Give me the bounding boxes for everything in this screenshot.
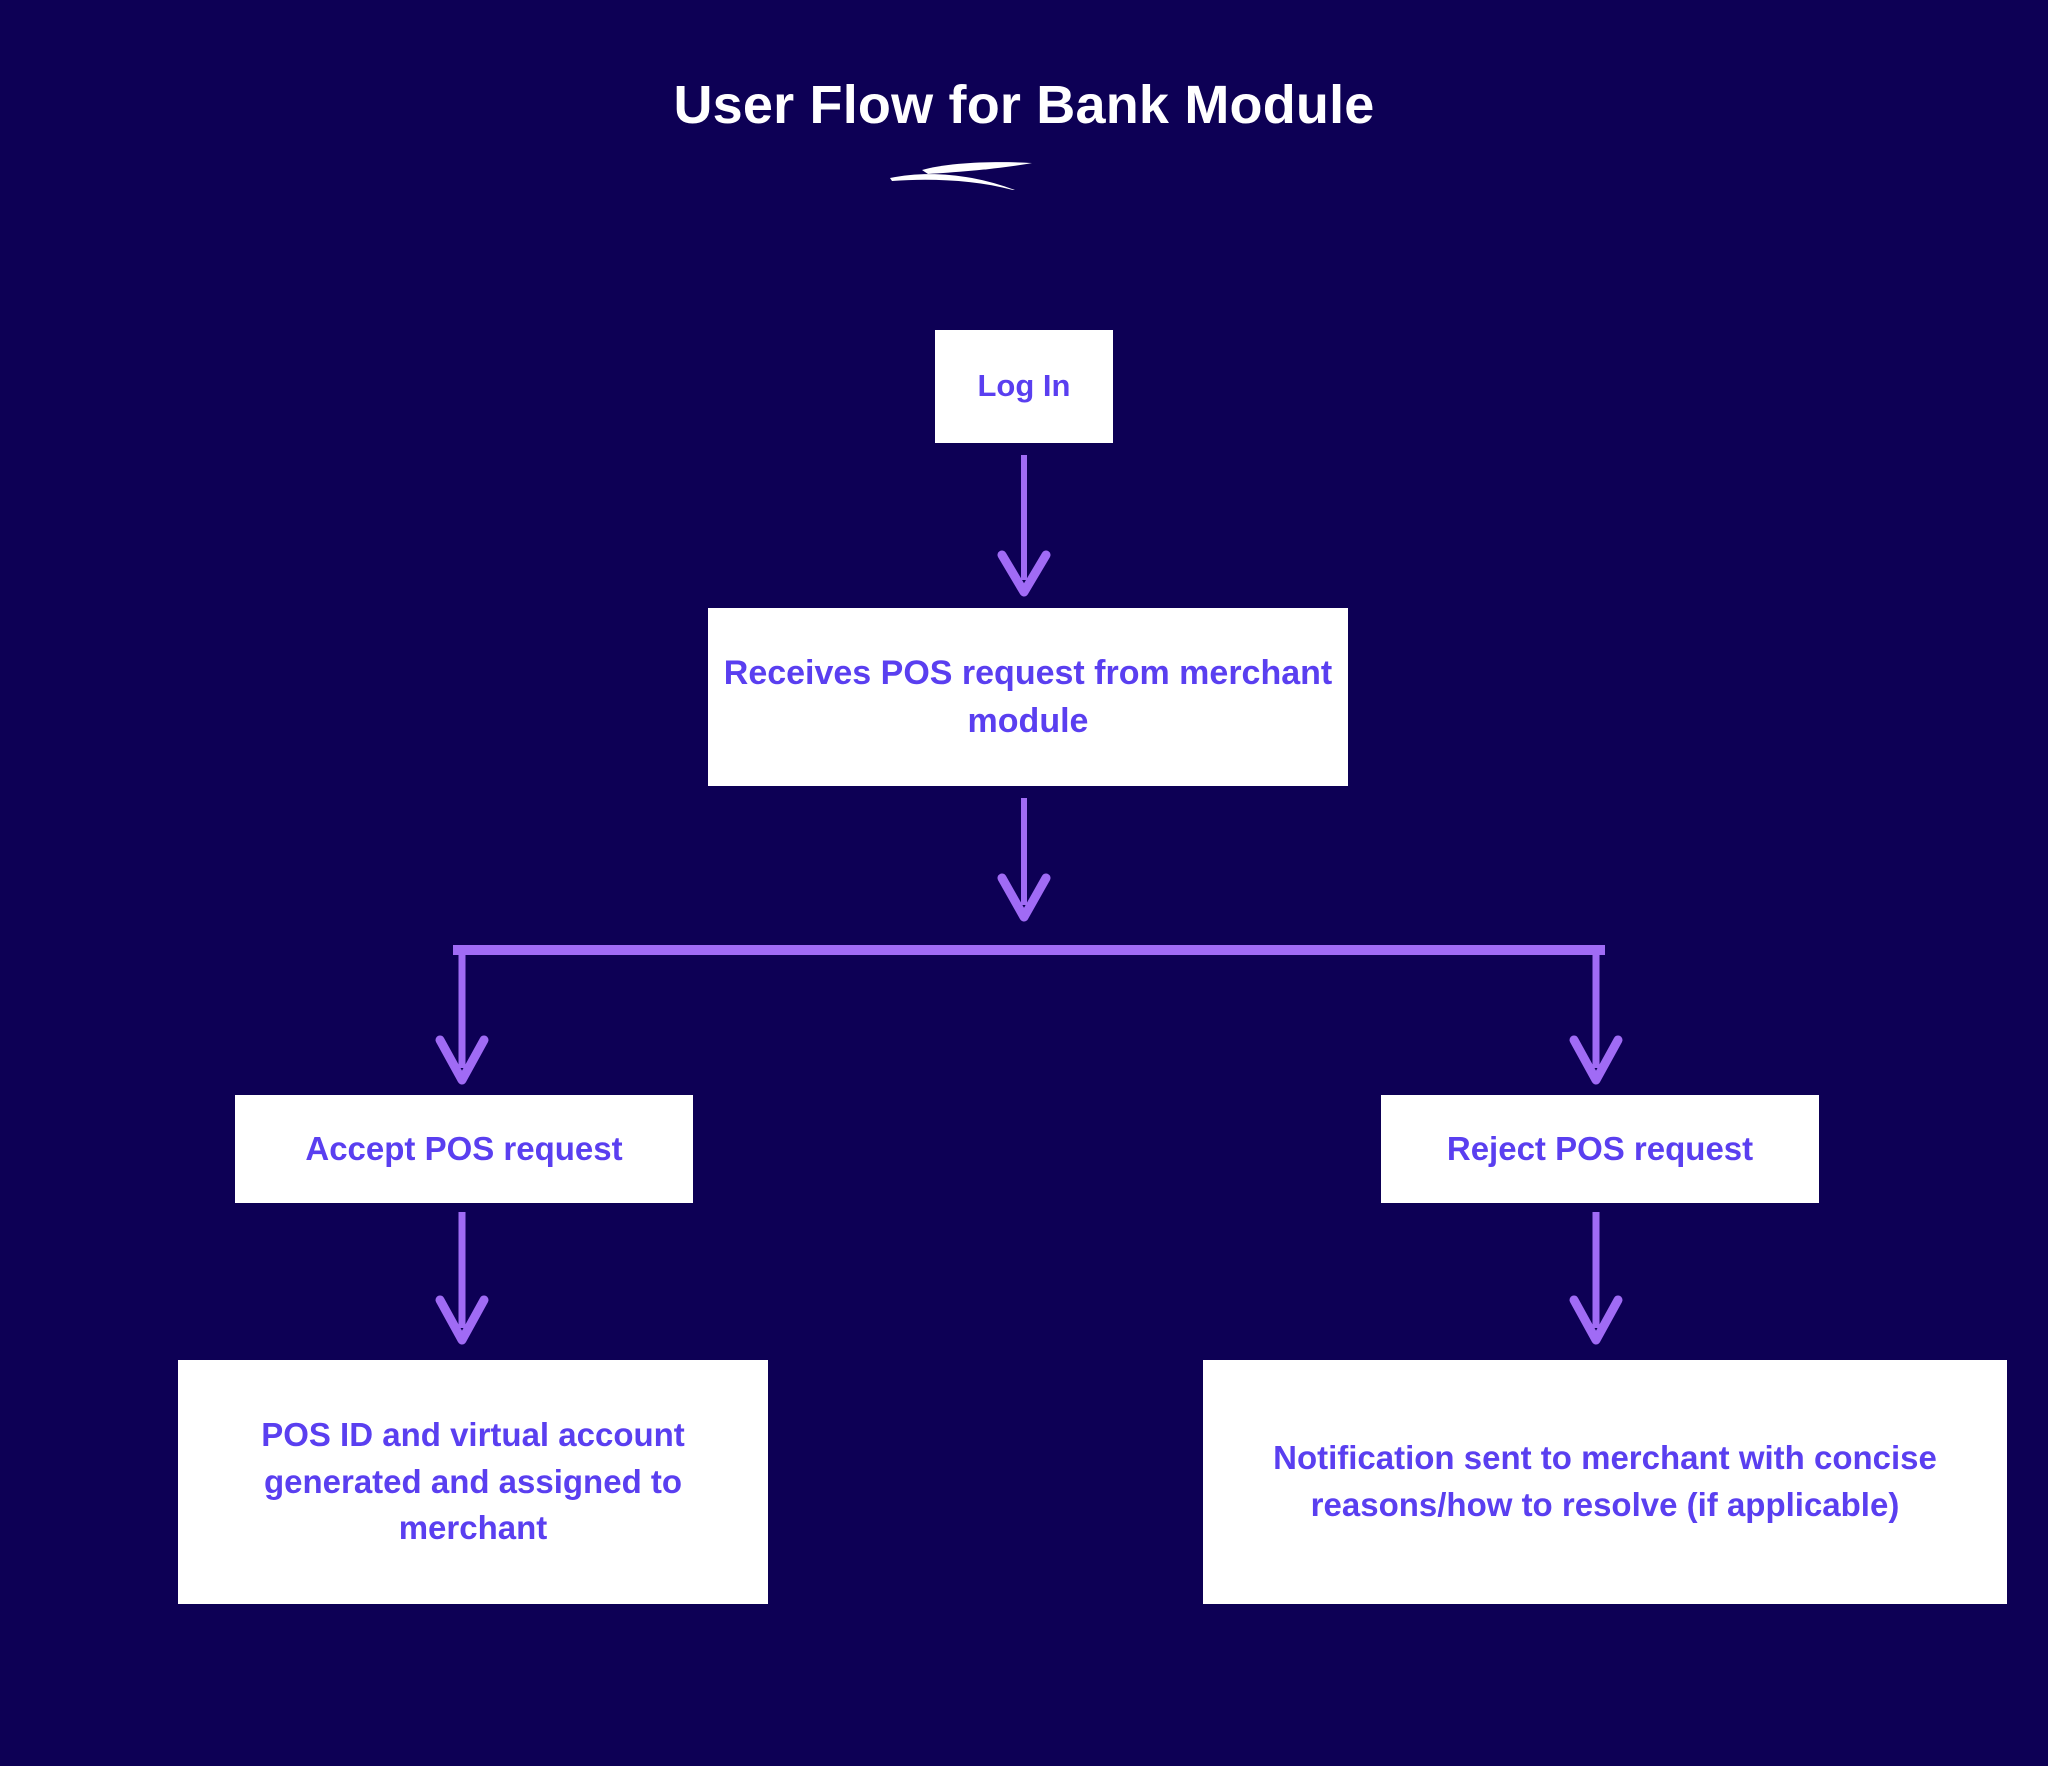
edge-receives-to-split xyxy=(997,798,1051,922)
flow-node-login[interactable]: Log In xyxy=(935,330,1113,443)
flow-node-accept-label: Accept POS request xyxy=(305,1129,623,1167)
flow-node-notification[interactable]: Notification sent to merchant with conci… xyxy=(1203,1360,2007,1604)
edge-accept-to-posid xyxy=(435,1212,489,1345)
flow-node-receives-label: Receives POS request from merchant modul… xyxy=(723,653,1342,740)
flow-node-reject[interactable]: Reject POS request xyxy=(1381,1095,1819,1203)
flow-node-pos-id-generated[interactable]: POS ID and virtual account generated and… xyxy=(178,1360,768,1604)
flow-node-notification-label: Notification sent to merchant with conci… xyxy=(1273,1439,1947,1523)
title-swoosh-icon xyxy=(890,162,1032,190)
edge-reject-to-notify xyxy=(1569,1212,1623,1345)
page-title-block: User Flow for Bank Module xyxy=(0,75,2048,135)
flow-node-accept[interactable]: Accept POS request xyxy=(235,1095,693,1203)
edge-branch-to-reject xyxy=(1569,950,1623,1085)
page-title: User Flow for Bank Module xyxy=(673,75,1375,135)
flow-node-reject-label: Reject POS request xyxy=(1446,1129,1754,1167)
flow-node-pos-id-generated-label: POS ID and virtual account generated and… xyxy=(261,1415,704,1547)
flow-node-receives[interactable]: Receives POS request from merchant modul… xyxy=(708,608,1348,786)
edge-branch-to-accept xyxy=(435,950,489,1085)
flow-node-login-label: Log In xyxy=(977,368,1071,404)
edge-login-to-receives xyxy=(997,455,1051,597)
